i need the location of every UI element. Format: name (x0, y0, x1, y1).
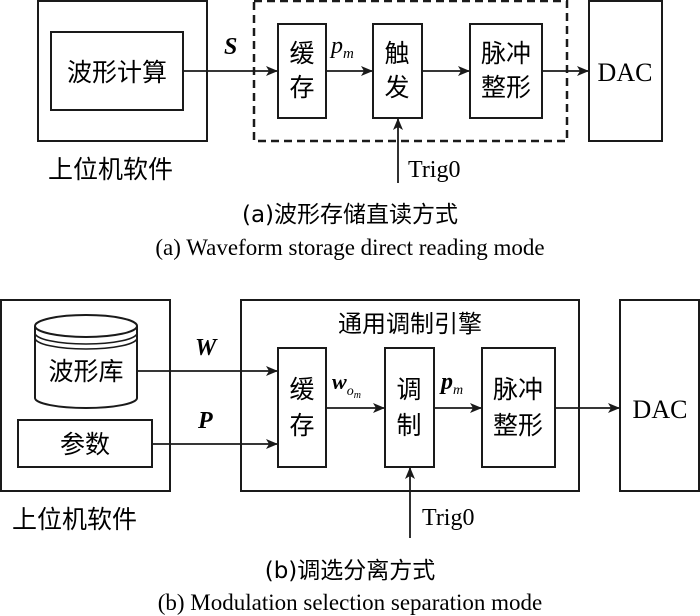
signal-w-label: W (195, 335, 218, 361)
buffer-block-b (277, 347, 327, 468)
dac-label-b: DAC (633, 395, 688, 424)
host-software-box-b (0, 299, 171, 492)
caption-cn-b: (b)调选分离方式 (265, 558, 436, 584)
signal-pm-label-b: pm (439, 369, 463, 398)
pulse-shaping-block-b (481, 347, 556, 468)
caption-en-b: (b) Modulation selection separation mode (158, 590, 543, 615)
signal-pm-label-a: pm (329, 33, 354, 62)
buffer-label-b-1: 缓 (289, 375, 314, 404)
part-a: 波形计算 上位机软件 S 缓 存 pm 触 发 脉冲 整形 DAC Trig0 … (37, 0, 663, 260)
pulse-shaping-label-b-2: 整形 (493, 411, 543, 440)
pulse-shaping-label-a-1: 脉冲 (481, 39, 531, 68)
pulse-shaping-label-b-1: 脉冲 (493, 375, 543, 404)
modulation-block (384, 347, 435, 468)
trig0-label-a: Trig0 (408, 157, 460, 183)
buffer-label-a-2: 存 (289, 73, 314, 102)
dac-block-b (619, 299, 700, 492)
signal-wom-label: wom (332, 369, 361, 401)
pulse-shaping-label-a-2: 整形 (481, 73, 531, 102)
caption-en-a: (a) Waveform storage direct reading mode (155, 235, 544, 260)
waveform-library-label: 波形库 (48, 357, 123, 386)
parameters-label: 参数 (60, 430, 110, 459)
modulation-label-2: 制 (396, 411, 421, 440)
dashed-group-box (252, 0, 569, 143)
dac-label-a: DAC (598, 58, 653, 87)
waveform-calc-label: 波形计算 (67, 58, 167, 87)
host-software-label-a: 上位机软件 (48, 155, 173, 184)
trig0-label-b: Trig0 (422, 505, 474, 531)
database-cylinder-icon (34, 314, 138, 409)
caption-cn-a: (a)波形存储直读方式 (242, 202, 458, 228)
trigger-label-a-2: 发 (384, 73, 409, 102)
signal-p-label: P (197, 408, 213, 434)
buffer-label-a-1: 缓 (289, 39, 314, 68)
signal-s-label: S (224, 34, 237, 60)
host-software-label-b: 上位机软件 (12, 505, 137, 534)
dac-block-a (588, 0, 663, 142)
trigger-label-a-1: 触 (384, 39, 409, 68)
modulation-engine-title: 通用调制引擎 (338, 310, 482, 338)
modulation-label-1: 调 (396, 375, 421, 404)
buffer-label-b-2: 存 (289, 411, 314, 440)
part-b: 波形库 参数 上位机软件 W P 通用调制引擎 缓 存 wom 调 制 pm 脉… (0, 299, 700, 615)
